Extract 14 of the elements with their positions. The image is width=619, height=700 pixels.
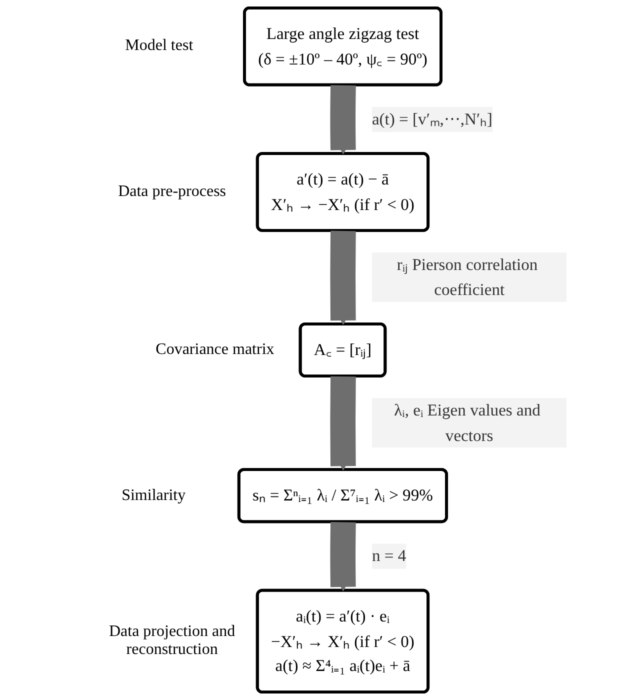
step-label: Covariance matrix bbox=[154, 341, 276, 359]
process-box: Large angle zigzag test (δ = ±10º – 40º, ψ꜀ = 90º) bbox=[242, 6, 442, 86]
step-label: Data pre-process bbox=[117, 182, 228, 201]
process-box: A꜀ = [rᵢⱼ] bbox=[298, 322, 386, 378]
process-box: aᵢ(t) = a′(t) · eᵢ −X′ₕ → X′ₕ (if r′ < 0) a(t) ≈ Σ⁴ᵢ₌₁ aᵢ(t)eᵢ + ā bbox=[256, 588, 430, 694]
step-label: Data projection and reconstruction bbox=[108, 623, 236, 660]
step-label: Similarity bbox=[120, 486, 187, 505]
edge-label: λᵢ, eᵢ Eigen values and vectors bbox=[392, 400, 542, 446]
edge-label: a(t) = [v′ₘ,⋯,N′ₕ] bbox=[372, 108, 492, 130]
step-label: Model test bbox=[124, 37, 194, 56]
process-box: sₙ = Σⁿᵢ₌₁ λᵢ / Σ⁷ᵢ₌₁ λᵢ > 99% bbox=[237, 468, 448, 524]
edge-label: n = 4 bbox=[372, 546, 406, 567]
edge-label: rᵢⱼ Pierson correlation coefficient bbox=[396, 254, 538, 301]
process-box: a′(t) = a(t) − ā X′ₕ → −X′ₕ (if r′ < 0) bbox=[256, 152, 430, 232]
